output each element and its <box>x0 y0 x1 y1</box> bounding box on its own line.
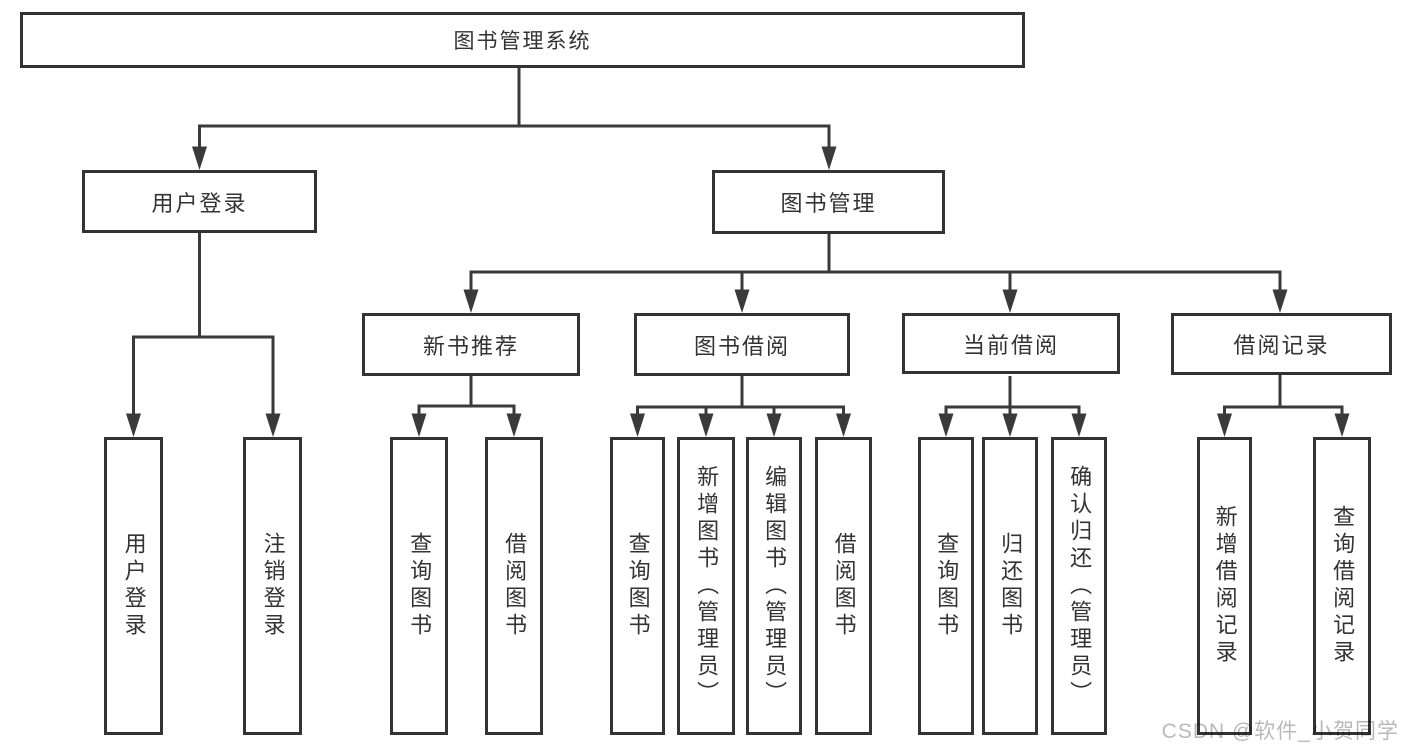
arrowhead <box>734 289 750 313</box>
leaf-query-book-2: 查询图书 <box>610 437 665 735</box>
arrowhead <box>766 413 782 437</box>
connector-current-borrowing-children <box>938 376 1087 437</box>
connector-user-login-children <box>126 233 281 437</box>
arrowhead <box>836 413 851 437</box>
leaf-confirm-return-admin-label: 确认归还（管理员） <box>1067 464 1093 708</box>
arrowhead <box>411 413 427 437</box>
node-borrowing-records: 借阅记录 <box>1171 313 1392 375</box>
node-user-login: 用户登录 <box>82 170 317 233</box>
leaf-add-borrow-record-label: 新增借阅记录 <box>1212 505 1238 667</box>
arrowhead <box>938 413 954 437</box>
node-book-borrowing-label: 图书借阅 <box>693 333 790 359</box>
arrowhead <box>126 413 141 437</box>
connector-line <box>417 376 516 420</box>
connector-borrowing-records-children <box>1217 374 1350 437</box>
leaf-query-book-1: 查询图书 <box>390 437 448 735</box>
leaf-query-borrow-record-label: 查询借阅记录 <box>1330 505 1356 667</box>
leaf-return-book-label: 归还图书 <box>998 532 1024 640</box>
node-borrowing-records-label: 借阅记录 <box>1233 333 1330 358</box>
arrowhead <box>1002 289 1018 313</box>
leaf-user-login-label: 用户登录 <box>121 532 147 640</box>
node-book-management-label: 图书管理 <box>780 191 877 216</box>
arrowhead <box>1217 413 1232 437</box>
node-current-borrowing: 当前借阅 <box>902 313 1120 374</box>
leaf-query-book-1-label: 查询图书 <box>407 532 433 640</box>
leaf-add-borrow-record: 新增借阅记录 <box>1197 437 1252 735</box>
arrowhead <box>265 413 281 437</box>
arrowhead <box>1272 289 1288 313</box>
arrowhead <box>192 146 207 170</box>
leaf-query-book-2-label: 查询图书 <box>625 532 651 640</box>
arrowhead <box>1071 413 1087 437</box>
arrowhead <box>506 413 522 437</box>
node-book-management: 图书管理 <box>712 170 945 234</box>
connector-new-book-children <box>411 376 522 437</box>
arrowhead <box>698 413 714 437</box>
leaf-confirm-return-admin: 确认归还（管理员） <box>1051 437 1107 735</box>
watermark: CSDN @软件_小贺同学 <box>1161 720 1399 743</box>
connector-root-to-level2 <box>192 68 837 170</box>
node-new-book-recommend: 新书推荐 <box>362 313 580 376</box>
node-new-book-recommend-label: 新书推荐 <box>422 333 519 359</box>
leaf-add-book-admin: 新增图书（管理员） <box>677 437 735 735</box>
connector-line <box>198 68 831 150</box>
connector-line <box>944 376 1081 420</box>
leaf-borrow-book-2-label: 借阅图书 <box>831 532 857 640</box>
arrowhead <box>463 289 479 313</box>
connector-line <box>1223 374 1344 420</box>
leaf-borrow-book-1: 借阅图书 <box>485 437 543 735</box>
leaf-user-login: 用户登录 <box>104 437 163 735</box>
leaf-logout: 注销登录 <box>243 437 302 735</box>
connector-book-borrowing-children <box>630 376 851 437</box>
node-user-login-label: 用户登录 <box>151 190 248 216</box>
node-book-borrowing: 图书借阅 <box>634 313 850 376</box>
leaf-borrow-book-2: 借阅图书 <box>815 437 872 735</box>
leaf-borrow-book-1-label: 借阅图书 <box>502 532 528 640</box>
leaf-add-book-admin-label: 新增图书（管理员） <box>694 464 720 708</box>
connector-line <box>636 376 845 420</box>
node-current-borrowing-label: 当前借阅 <box>962 332 1059 358</box>
arrowhead <box>1334 413 1350 437</box>
connector-line <box>469 234 1282 294</box>
node-root-label: 图书管理系统 <box>453 30 592 53</box>
leaf-logout-label: 注销登录 <box>260 532 286 640</box>
connector-line <box>132 233 275 418</box>
arrowhead <box>1002 413 1018 437</box>
node-root: 图书管理系统 <box>20 12 1025 68</box>
leaf-query-book-3: 查询图书 <box>918 437 974 735</box>
leaf-edit-book-admin-label: 编辑图书（管理员） <box>762 464 788 708</box>
connector-book-management-level3 <box>463 234 1288 313</box>
leaf-edit-book-admin: 编辑图书（管理员） <box>746 437 802 735</box>
arrowhead <box>821 146 837 170</box>
leaf-query-book-3-label: 查询图书 <box>934 532 960 640</box>
arrowhead <box>630 413 645 437</box>
leaf-query-borrow-record: 查询借阅记录 <box>1313 437 1371 735</box>
leaf-return-book: 归还图书 <box>982 437 1038 735</box>
